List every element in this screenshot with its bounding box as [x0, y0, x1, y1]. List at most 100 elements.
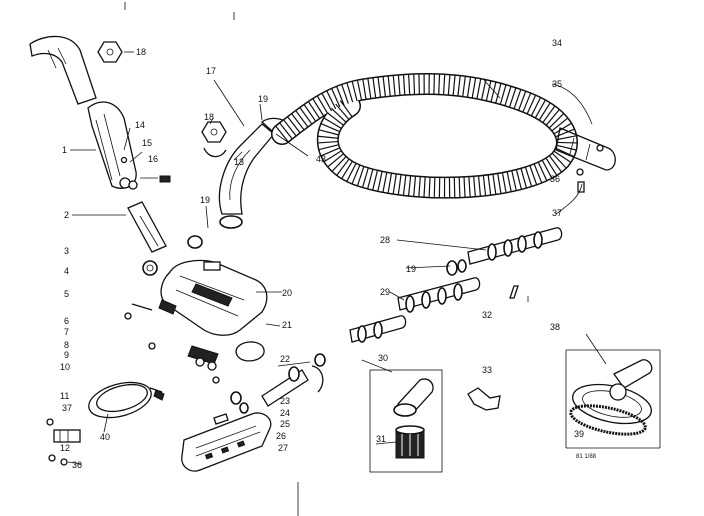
hose-rib: [362, 79, 367, 100]
hose-rib: [320, 147, 340, 157]
hose-rib: [327, 153, 344, 168]
wand-tube-middle: [397, 277, 481, 313]
hose-rib: [468, 176, 471, 197]
part-label-13: 13: [234, 157, 244, 167]
hose-rib: [515, 169, 522, 190]
brush-roll-parts: [148, 342, 220, 384]
hose-rib: [323, 150, 342, 163]
hose-rib: [317, 135, 338, 139]
hose-rib: [442, 74, 446, 95]
hose-rib: [307, 101, 321, 119]
hose-rib: [477, 176, 482, 197]
hose-rib: [317, 140, 338, 144]
hose-rib: [303, 104, 317, 122]
part-label-4: 4: [64, 266, 69, 276]
part-label-27: 27: [278, 443, 288, 453]
floor-brush-part-38: [572, 359, 653, 425]
part-label-11: 11: [60, 391, 69, 401]
hose-rib: [501, 172, 507, 193]
hose-rib: [433, 74, 435, 95]
part-label-19-elbow: 19: [258, 94, 268, 104]
screws-14-16: [120, 156, 171, 183]
nozzle-motor-parts: [124, 260, 177, 320]
hose-rib: [545, 157, 558, 176]
hose-rib: [504, 86, 512, 106]
part-label-17: 17: [206, 66, 216, 76]
hose-rib: [336, 158, 350, 176]
hose-rib: [457, 75, 461, 96]
hose-rib: [335, 103, 350, 120]
hose-rib: [312, 98, 325, 117]
hose-rib: [341, 84, 349, 104]
hose-rib: [433, 177, 436, 198]
hose-rib: [377, 77, 382, 98]
part-label-6: 6: [64, 316, 69, 326]
brush-ring-part-39: [569, 404, 647, 436]
hose-rib: [438, 74, 441, 95]
clip-part-18-top: [97, 41, 134, 63]
part-label-34: 34: [552, 38, 562, 48]
hose-rib: [452, 75, 456, 96]
hose-rib: [530, 97, 541, 116]
hose-rib: [526, 95, 537, 114]
hose-rib: [397, 174, 402, 195]
part-label-37-right: 37: [552, 208, 562, 218]
hose-rib: [346, 163, 357, 182]
clip-part-18-mid: [201, 121, 227, 158]
hose-rib: [520, 168, 528, 188]
part-label-3: 3: [64, 246, 69, 256]
part-label-32: 32: [482, 310, 492, 320]
handle-wand-part: [29, 35, 138, 190]
corrugated-hose: [271, 73, 578, 199]
hose-rib: [476, 78, 482, 99]
hose-rib: [327, 112, 344, 126]
hose-rib: [356, 166, 365, 186]
hose-rib: [485, 80, 492, 101]
wand-tube-lower: [349, 315, 407, 343]
part-label-24: 24: [280, 408, 290, 418]
part-label-5: 5: [64, 289, 69, 299]
hose-rib: [299, 107, 313, 125]
hose-rib: [387, 173, 393, 194]
hose-rib: [283, 119, 297, 137]
hose-rib: [351, 165, 361, 184]
hose-rib: [513, 89, 522, 109]
hose-cuff-right: [555, 127, 616, 171]
hose-rib: [499, 84, 507, 105]
hose-rib: [556, 135, 577, 141]
hose-rib: [323, 117, 342, 129]
hose-rib: [356, 80, 363, 101]
connector-parts-12: [46, 418, 81, 466]
hose-rib: [382, 76, 386, 97]
hose-rib: [336, 86, 345, 106]
hose-rib: [533, 163, 543, 183]
hose-rib: [466, 77, 472, 98]
part-label-7: 7: [64, 327, 69, 337]
hose-rib: [548, 113, 564, 129]
hose-rib: [408, 74, 411, 95]
part-label-19-wand: 19: [406, 264, 416, 274]
hose-rib: [382, 172, 388, 193]
hose-rib: [541, 160, 553, 179]
part-label-29: 29: [380, 287, 390, 297]
part-label-2: 2: [64, 210, 69, 220]
part-label-26: 26: [276, 431, 286, 441]
hose-rib: [367, 78, 372, 99]
hose-rib: [291, 113, 305, 131]
hose-rib: [295, 110, 309, 128]
part-label-20: 20: [282, 288, 292, 298]
hose-rib: [551, 117, 568, 132]
hose-rib: [321, 93, 333, 112]
hose-rib: [326, 90, 337, 110]
part-label-10: 10: [60, 362, 70, 372]
hose-rib: [542, 105, 556, 123]
ring-part-19: [187, 235, 203, 249]
hose-rib: [462, 76, 466, 97]
part-label-31: 31: [376, 434, 386, 444]
small-parts-36: [576, 168, 585, 193]
part-label-33: 33: [482, 365, 492, 375]
leader-lines: [67, 79, 607, 465]
part-label-39: 39: [574, 429, 584, 439]
hose-rib: [524, 167, 533, 187]
part-label-40: 40: [100, 432, 110, 442]
